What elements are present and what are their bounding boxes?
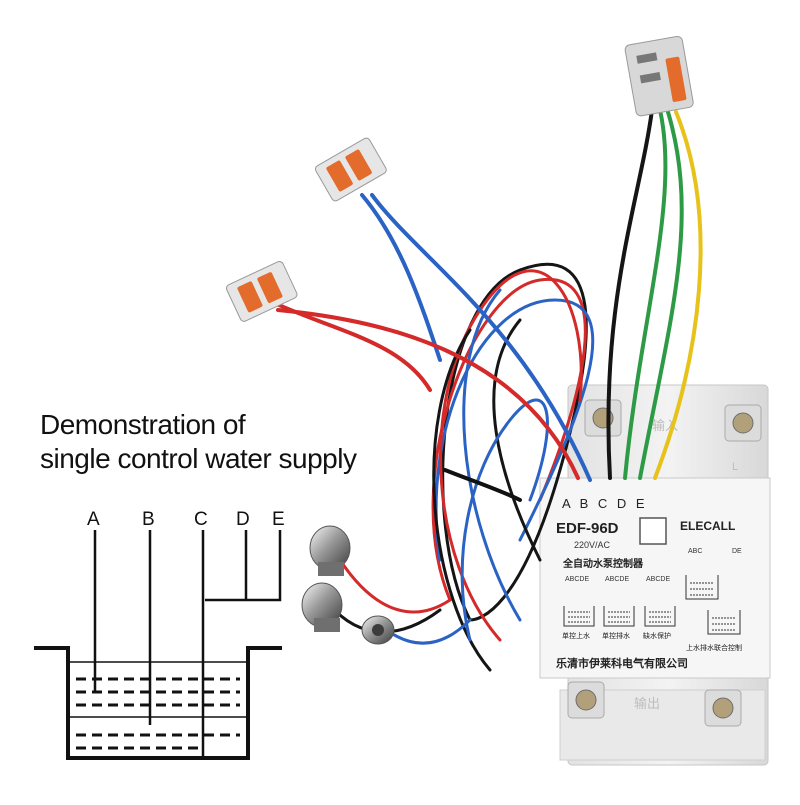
output-label: 输出 <box>634 696 660 711</box>
controller-unit: 输入 L A B C D E EDF-96D 220V/AC ELECALL 全… <box>539 384 771 766</box>
probe-label-d: D <box>236 509 250 530</box>
water-probe-icon <box>309 525 351 576</box>
diagram-caption: Demonstration of single control water su… <box>40 408 357 476</box>
mode-terminals-5: DE <box>732 548 742 555</box>
lever-connector-right <box>624 35 694 117</box>
probe-line-e <box>205 530 282 602</box>
cable-tie <box>443 468 522 502</box>
probe-label-e: E <box>272 509 285 530</box>
water-probe-icon <box>361 615 395 645</box>
terminal-screw-icon <box>567 681 605 719</box>
product-name: 全自动水泵控制器 <box>562 557 644 570</box>
model-number: EDF-96D <box>556 520 619 537</box>
mode-terminals-3: ABCDE <box>646 576 670 583</box>
tank-outline <box>34 646 282 760</box>
mode-label-2: 单控排水 <box>602 631 630 640</box>
water-fill <box>76 677 240 750</box>
mode-terminals-4: ABC <box>688 548 702 555</box>
caption-line-2: single control water supply <box>40 443 357 474</box>
mode-label-4: 上水排水联合控制 <box>686 643 742 652</box>
terminal-screw-icon <box>724 404 762 442</box>
water-probe-icon <box>301 582 343 632</box>
probe-label-b: B <box>142 509 155 530</box>
wire-bundle <box>266 108 703 672</box>
terminal-screw-icon <box>704 689 742 727</box>
tank-diagram-icon <box>563 575 741 635</box>
probe-label-a: A <box>87 509 100 530</box>
mode-label-1: 单控上水 <box>562 631 590 640</box>
terminal-labels: A B C D E <box>562 496 648 511</box>
lever-connector-middle <box>226 260 298 322</box>
water-level-diagram <box>34 530 282 760</box>
lever-connector-top <box>314 137 387 202</box>
side-mark: L <box>732 461 738 473</box>
mode-label-3: 缺水保护 <box>643 631 671 640</box>
indicator-window <box>639 517 667 545</box>
manufacturer-name: 乐清市伊莱科电气有限公司 <box>556 656 688 670</box>
terminal-screw-icon <box>584 399 622 437</box>
mode-terminals-1: ABCDE <box>565 576 589 583</box>
caption-line-1: Demonstration of <box>40 409 246 440</box>
mode-terminals-2: ABCDE <box>605 576 629 583</box>
brand-logo: ELECALL <box>680 519 735 533</box>
probe-label-c: C <box>194 509 208 530</box>
voltage-rating: 220V/AC <box>574 540 611 550</box>
